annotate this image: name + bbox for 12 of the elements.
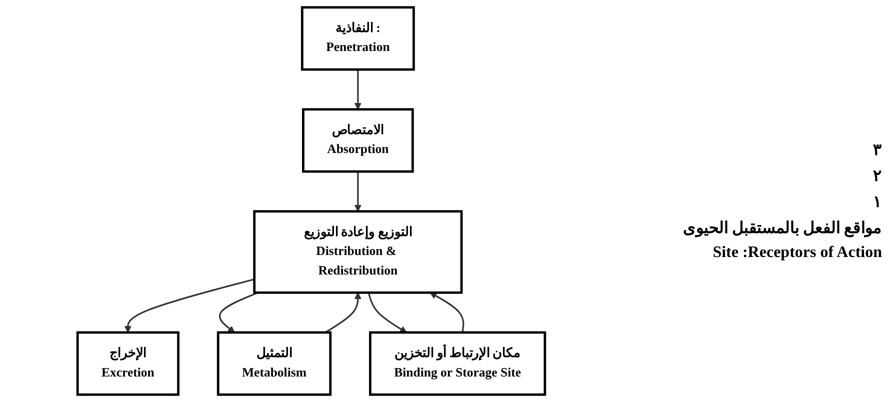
- note-text: ٢: [873, 167, 882, 186]
- note-text: ٣: [873, 141, 882, 160]
- arrow: [324, 292, 362, 334]
- arrow: [368, 292, 407, 333]
- arrow: [124, 278, 254, 333]
- note-text: مواقع الفعل بالمستقبل الحيوى: [683, 219, 882, 238]
- arrow: [354, 172, 362, 212]
- arrow: [354, 70, 362, 110]
- arrow: [430, 292, 464, 333]
- arrow: [218, 292, 258, 333]
- note-text: Site :Receptors of Action: [712, 244, 882, 262]
- note-text: ١: [873, 193, 882, 212]
